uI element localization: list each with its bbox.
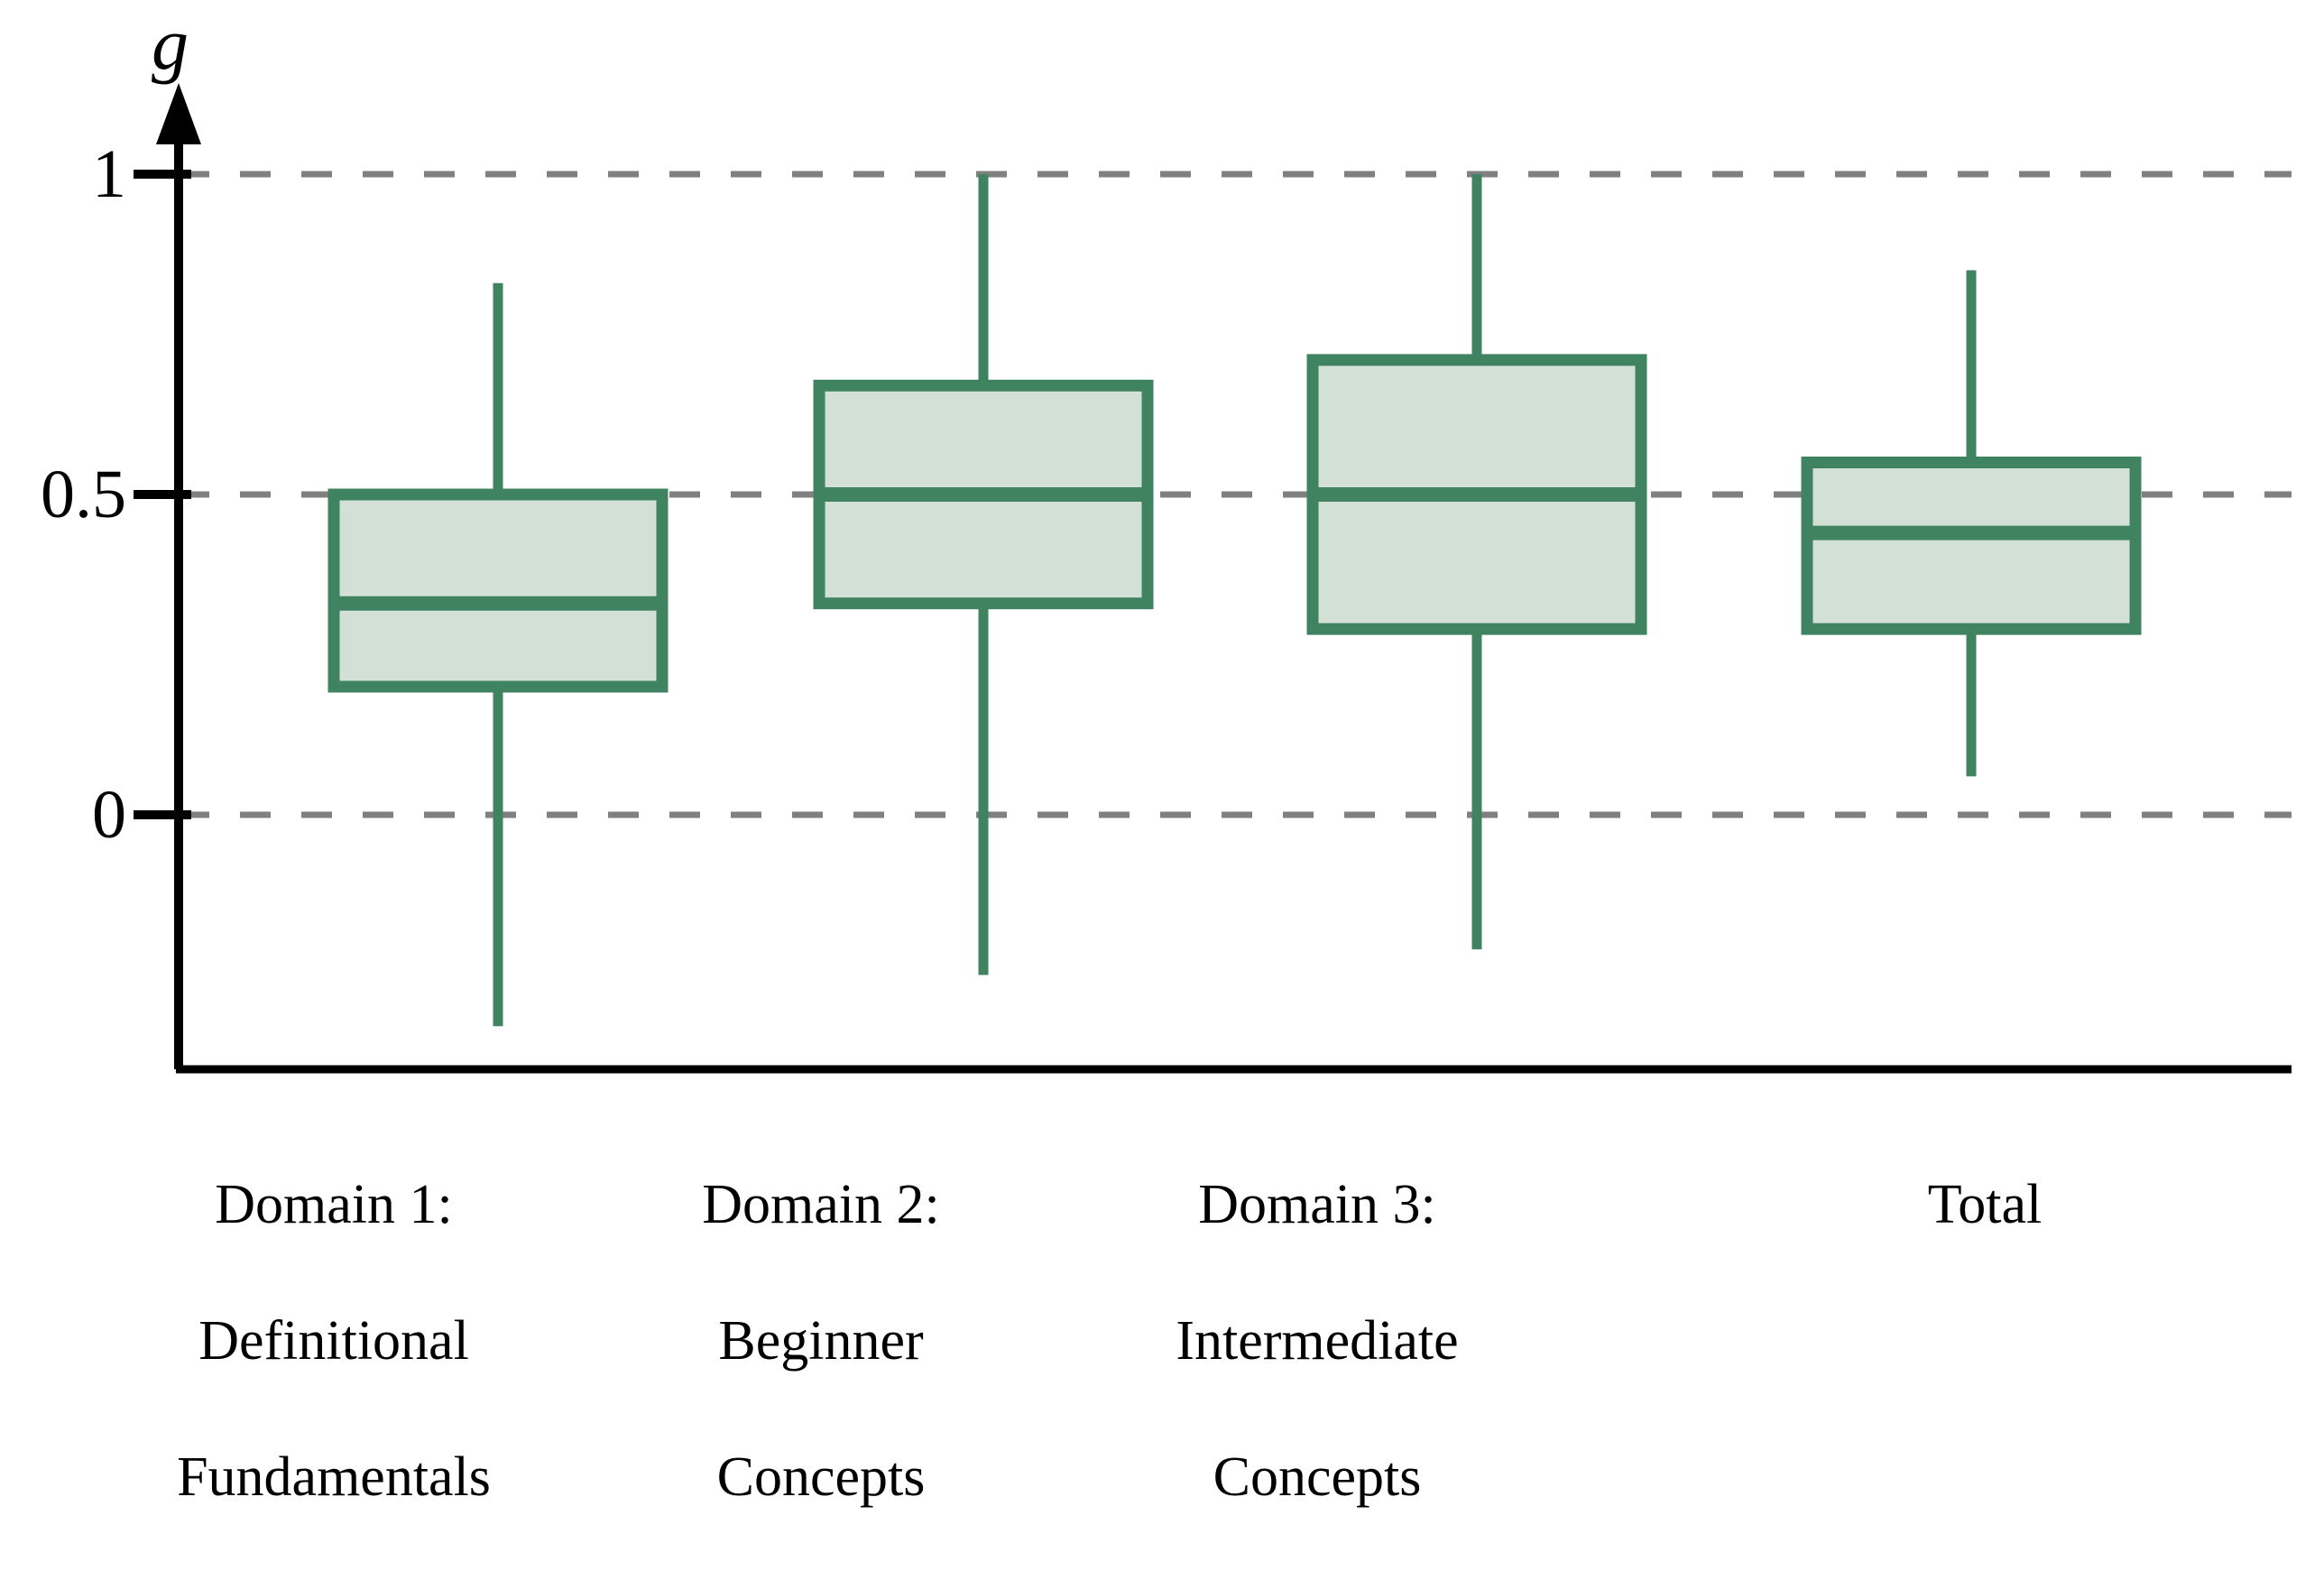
boxplot-figure: g 1 0.5 0 Domain 1: Definitional Fundame… <box>41 3 2292 1509</box>
boxplot-3[interactable] <box>1306 174 1647 950</box>
boxplot-1[interactable] <box>327 282 669 1027</box>
x-category-line-3: Concepts <box>716 1446 926 1509</box>
y-tick-label-1: 1 <box>92 136 126 212</box>
x-category-label-domain-1: Domain 1: Definitional Fundamentals <box>90 1103 577 1580</box>
x-category-line-1: Total <box>1927 1173 2043 1235</box>
x-category-label-domain-2: Domain 2: Beginner Concepts <box>577 1103 1065 1580</box>
y-tick-label-0point5: 0.5 <box>41 457 126 532</box>
x-category-line-1: Domain 1: <box>215 1173 453 1235</box>
x-category-label-domain-3: Domain 3: Intermediate Concepts <box>1065 1103 1570 1580</box>
boxplot-4[interactable] <box>1801 270 2142 777</box>
x-category-label-total: Total <box>1741 1103 2228 1307</box>
y-axis-title: g <box>152 3 189 85</box>
y-axis-arrow-icon <box>156 83 201 144</box>
y-tick-label-0: 0 <box>92 777 126 853</box>
gridlines <box>179 171 2292 818</box>
axes <box>134 83 2292 1074</box>
box-iqr[interactable] <box>327 488 669 693</box>
x-category-line-3: Fundamentals <box>177 1446 491 1509</box>
x-category-line-2: Intermediate <box>1176 1309 1459 1372</box>
x-category-line-2: Definitional <box>198 1309 469 1372</box>
x-category-line-3: Concepts <box>1213 1446 1422 1509</box>
box-iqr[interactable] <box>1801 457 2142 635</box>
x-category-line-1: Domain 3: <box>1198 1173 1436 1235</box>
x-category-line-1: Domain 2: <box>702 1173 940 1235</box>
x-category-line-2: Beginner <box>718 1309 924 1372</box>
plot-canvas <box>134 83 2292 1074</box>
boxplot-2[interactable] <box>813 174 1154 975</box>
